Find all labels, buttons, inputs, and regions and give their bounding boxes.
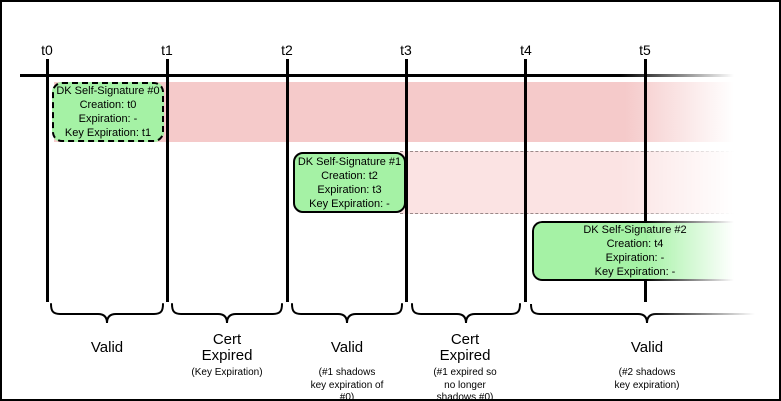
time-axis (20, 74, 734, 77)
brace-period-4 (530, 303, 764, 324)
tick-label-t4: t4 (520, 42, 532, 58)
period-3-label: Cert Expired (439, 330, 491, 364)
signature-box-1-details: Creation: t2 Expiration: t3 Key Expirati… (309, 169, 390, 210)
period-3-note: (#1 expired so no longer shadows #0) (433, 367, 497, 401)
signature-box-2-background (532, 221, 738, 281)
signature-box-2-title: DK Self-Signature #2 (583, 224, 687, 236)
period-4: Valid (#2 shadows key expiration) (562, 331, 732, 392)
brace-period-3 (411, 303, 521, 324)
period-1-note: (Key Expiration) (191, 367, 263, 378)
tick-line-t3 (405, 59, 408, 302)
tick-label-t2: t2 (281, 42, 293, 58)
period-2-note: (#1 shadows key expiration of #0) (310, 367, 384, 401)
signature-box-0: DK Self-Signature #0 Creation: t0 Expira… (52, 82, 164, 142)
tick-line-t4 (524, 59, 527, 302)
brace-period-1 (171, 303, 283, 324)
tick-line-t2 (286, 59, 289, 302)
period-3: Cert Expired (#1 expired so no longer sh… (380, 330, 550, 401)
brace-period-2 (291, 303, 403, 324)
signature-box-2-content: DK Self-Signature #2 Creation: t4 Expira… (532, 221, 738, 281)
signature-box-0-details: Creation: t0 Expiration: - Key Expiratio… (64, 99, 152, 139)
signature-box-0-title: DK Self-Signature #0 (56, 85, 160, 97)
period-4-label: Valid (630, 338, 664, 356)
signature-box-2-details: Creation: t4 Expiration: - Key Expiratio… (594, 238, 676, 278)
tick-line-t1 (166, 59, 169, 302)
tick-label-t1: t1 (161, 42, 173, 58)
brace-period-0 (50, 303, 164, 324)
signature-box-1: DK Self-Signature #1 Creation: t2 Expira… (293, 152, 406, 213)
tick-label-t5: t5 (639, 42, 651, 58)
tick-line-t0 (46, 59, 49, 302)
period-2-label: Valid (330, 338, 364, 356)
shadow-band-sig1 (400, 151, 734, 214)
period-4-note: (#2 shadows key expiration) (614, 367, 680, 391)
tick-line-t5 (644, 59, 647, 302)
tick-label-t3: t3 (400, 42, 412, 58)
signature-box-2: DK Self-Signature #2 Creation: t4 Expira… (532, 221, 738, 281)
period-0: Valid (22, 331, 192, 367)
period-0-label: Valid (90, 338, 124, 356)
tick-label-t0: t0 (41, 42, 53, 58)
period-2: Valid (#1 shadows key expiration of #0) (262, 331, 432, 401)
period-1-label: Cert Expired (201, 330, 253, 364)
signature-box-1-title: DK Self-Signature #1 (297, 155, 402, 168)
period-1: Cert Expired (Key Expiration) (142, 331, 312, 380)
